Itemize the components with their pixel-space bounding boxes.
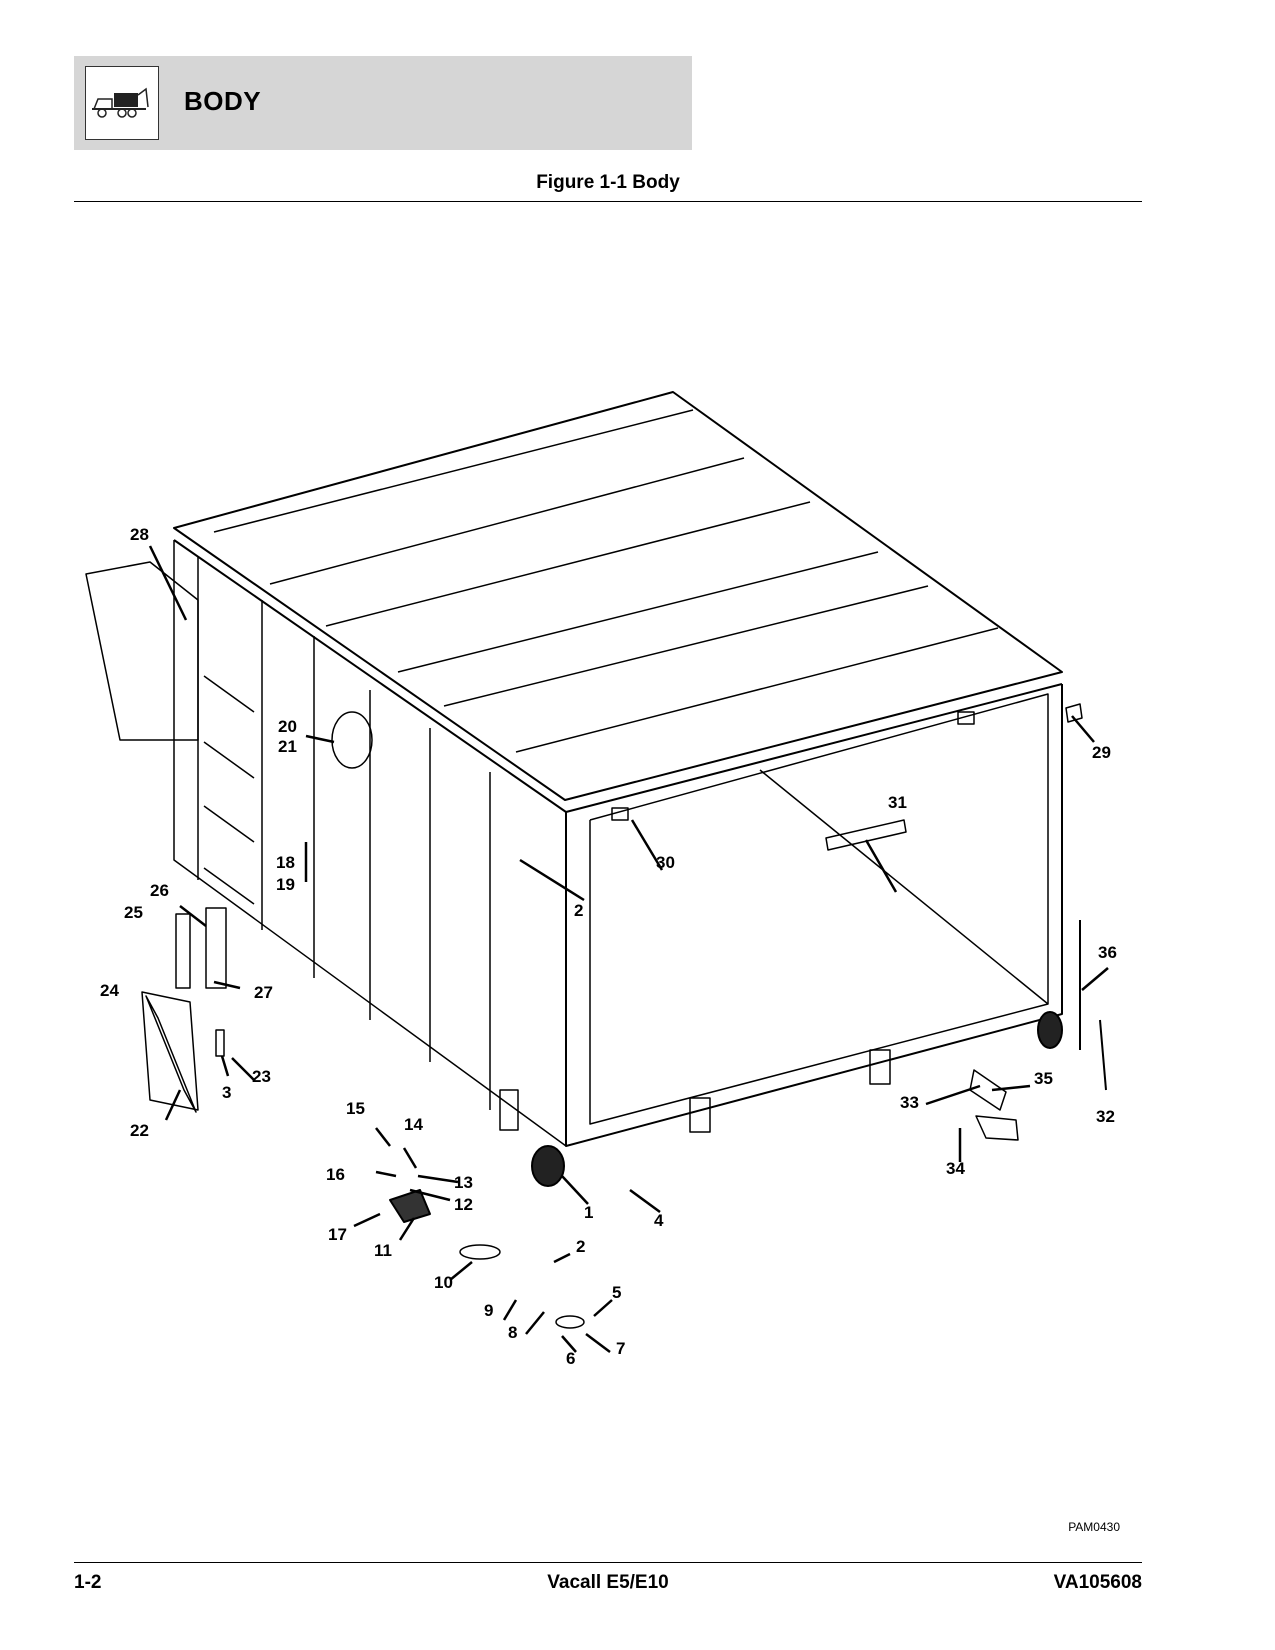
- figure-title: Figure 1-1 Body: [536, 172, 680, 193]
- callout-19: 19: [276, 875, 295, 894]
- page-number: 1-2: [74, 1572, 102, 1593]
- callout-30: 30: [656, 853, 675, 872]
- model-name: Vacall E5/E10: [547, 1572, 669, 1593]
- vacuum-truck-icon: [85, 66, 159, 140]
- callout-8: 8: [508, 1323, 517, 1342]
- callout-22: 22: [130, 1121, 149, 1140]
- callout-16: 16: [326, 1165, 345, 1184]
- callout-27: 27: [254, 983, 273, 1002]
- callout-7: 7: [616, 1339, 625, 1358]
- callout-17: 17: [328, 1225, 347, 1244]
- callout-11: 11: [374, 1241, 392, 1260]
- callout-5: 5: [612, 1283, 621, 1302]
- callout-10: 10: [434, 1273, 453, 1292]
- callout-33: 33: [900, 1093, 919, 1112]
- callout-21: 21: [278, 737, 297, 756]
- top-rule: [74, 201, 1142, 202]
- document-number: VA105608: [1053, 1572, 1142, 1593]
- callout-36: 36: [1098, 943, 1117, 962]
- callout-18: 18: [276, 853, 295, 872]
- callout-9: 9: [484, 1301, 493, 1320]
- callout-3: 3: [222, 1083, 231, 1102]
- section-header-band: [74, 56, 692, 150]
- callout-4: 4: [654, 1211, 664, 1230]
- callout-35: 35: [1034, 1069, 1053, 1088]
- callout-12: 12: [454, 1195, 473, 1214]
- callout-25: 25: [124, 903, 143, 922]
- callout-31: 31: [888, 793, 907, 812]
- callout-2-upper: 2: [574, 901, 583, 920]
- callout-26: 26: [150, 881, 169, 900]
- callout-1: 1: [584, 1203, 593, 1222]
- figure-code: PAM0430: [1068, 1520, 1120, 1534]
- callout-28: 28: [130, 525, 149, 544]
- callout-29: 29: [1092, 743, 1111, 762]
- callout-32: 32: [1096, 1107, 1115, 1126]
- bottom-rule: [74, 1562, 1142, 1563]
- callout-24: 24: [100, 981, 119, 1000]
- callout-20: 20: [278, 717, 297, 736]
- callout-23: 23: [252, 1067, 271, 1086]
- callout-15: 15: [346, 1099, 365, 1118]
- callout-14: 14: [404, 1115, 423, 1134]
- callout-34: 34: [946, 1159, 965, 1178]
- callout-13: 13: [454, 1173, 473, 1192]
- callout-6: 6: [566, 1349, 575, 1368]
- callout-2-lower: 2: [576, 1237, 585, 1256]
- section-title: BODY: [184, 86, 262, 116]
